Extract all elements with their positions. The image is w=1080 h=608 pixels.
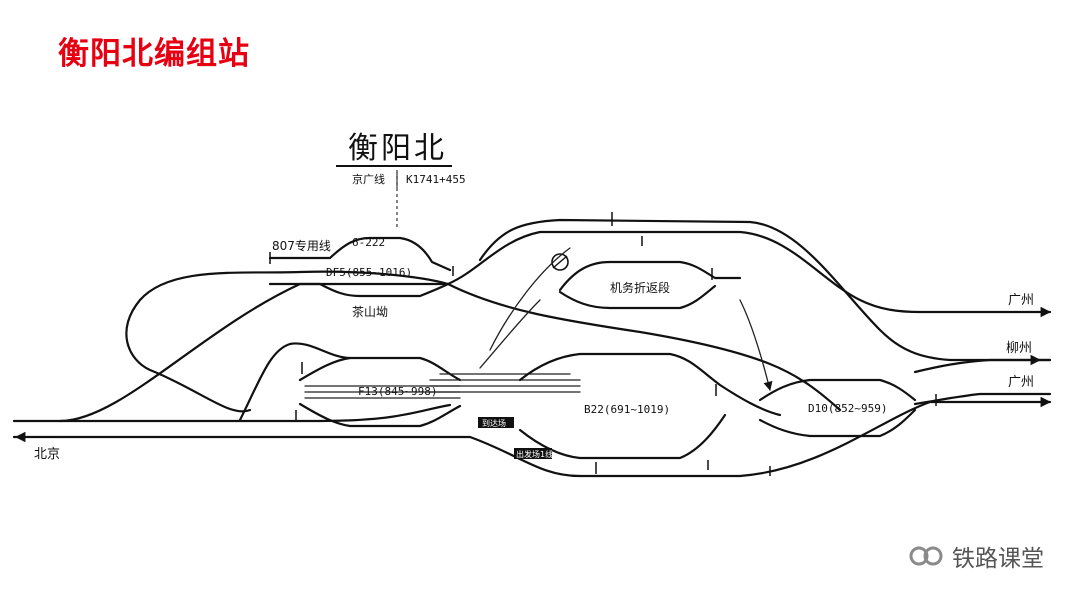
connector-depot-d10 xyxy=(739,299,773,391)
main-line-mid xyxy=(58,403,452,423)
df5-yard-track-bottom xyxy=(268,282,450,298)
watermark: 铁路课堂 xyxy=(908,538,1044,574)
signal-markers xyxy=(295,212,937,476)
connector-mid-diag xyxy=(479,299,541,369)
small-box-2-label: 出发场1线 xyxy=(516,449,553,459)
main-line-guangzhou-upper xyxy=(446,230,1052,314)
station-name: 衡阳北 xyxy=(348,131,447,166)
through-diagonal xyxy=(446,282,842,412)
depot-track-top xyxy=(558,260,742,292)
liuzhou-track xyxy=(913,358,1052,374)
df5-yard-label: DF5(855~1016) xyxy=(326,266,412,279)
f13-ladder-tracks xyxy=(304,373,581,399)
f13-yard-track-top xyxy=(298,356,462,382)
guangzhou-lower-track xyxy=(913,392,1052,406)
watermark-text: 铁路课堂 xyxy=(952,546,1044,572)
siding-label: 807专用线 xyxy=(272,238,331,253)
upper-bypass-outer xyxy=(478,218,1052,362)
mileage-label: K1741+455 xyxy=(406,173,466,186)
wechat-channel-icon xyxy=(909,546,943,566)
f13-entry-curve xyxy=(238,342,352,422)
d10-yard-track-top xyxy=(758,378,917,402)
b22-yard-label: B22(691~1019) xyxy=(584,403,670,416)
main-line-lower xyxy=(12,400,1052,478)
destination-liuzhou: 柳州 xyxy=(1006,341,1032,356)
siding-code: 6-222 xyxy=(352,236,385,249)
small-box-2 xyxy=(514,448,552,459)
chashan-label: 茶山坳 xyxy=(352,304,388,319)
destination-guangzhou-lower: 广州 xyxy=(1008,375,1034,390)
f13-yard-track-bottom xyxy=(298,402,462,428)
depot-track-bottom xyxy=(558,284,717,310)
small-box-1 xyxy=(478,417,514,428)
destination-beijing: 北京 xyxy=(34,447,60,462)
small-box-1-label: 到达场 xyxy=(482,418,506,428)
d10-yard-track-bottom xyxy=(758,408,917,438)
b22-yard-track-bottom xyxy=(518,413,727,460)
b22-yard-track-top xyxy=(518,352,782,417)
destination-guangzhou-upper: 广州 xyxy=(1008,293,1034,308)
turntable-bridge xyxy=(552,255,568,269)
bypass-loop-left xyxy=(125,270,450,413)
depot-label: 机务折返段 xyxy=(610,280,670,295)
line-name: 京广线 xyxy=(352,172,385,186)
main-line-upper xyxy=(12,282,450,423)
slide-title: 衡阳北编组站 xyxy=(58,36,250,72)
connector-upper-diag xyxy=(489,247,571,351)
d10-yard-label: D10(852~959) xyxy=(808,402,887,415)
df5-yard-track-top xyxy=(268,236,452,272)
